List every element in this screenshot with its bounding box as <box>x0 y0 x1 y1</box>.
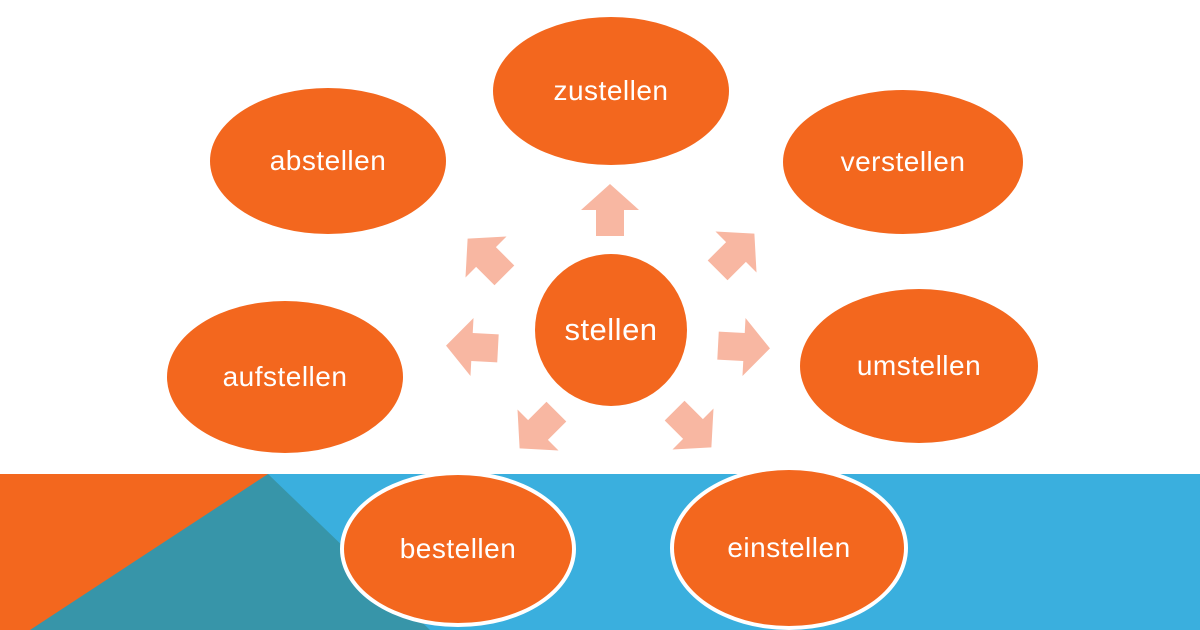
node-verstellen-label: verstellen <box>840 146 966 177</box>
arrow-right-icon <box>716 315 771 380</box>
node-stellen-label: stellen <box>564 312 658 347</box>
node-abstellen: abstellen <box>210 88 446 234</box>
footer-orange-triangle <box>0 474 268 630</box>
footer-teal-triangle <box>0 474 430 630</box>
node-zustellen: zustellen <box>493 17 729 165</box>
node-bestellen-label: bestellen <box>399 533 517 564</box>
node-verstellen: verstellen <box>783 90 1023 234</box>
arrow-down-right-icon <box>653 389 734 470</box>
node-einstellen-label: einstellen <box>727 532 851 563</box>
node-bestellen: bestellen <box>340 471 576 627</box>
node-umstellen-label: umstellen <box>856 350 982 381</box>
node-einstellen: einstellen <box>670 466 908 630</box>
node-umstellen: umstellen <box>800 289 1038 443</box>
node-zustellen-label: zustellen <box>553 75 669 106</box>
node-abstellen-label: abstellen <box>269 145 387 176</box>
node-aufstellen: aufstellen <box>167 301 403 453</box>
node-aufstellen-label: aufstellen <box>222 361 348 392</box>
arrow-up-right-icon <box>696 212 777 293</box>
arrow-up-left-icon <box>446 217 527 298</box>
arrow-left-icon <box>444 315 499 380</box>
node-stellen: stellen <box>535 254 687 406</box>
arrow-down-left-icon <box>498 390 579 471</box>
arrow-up-icon <box>579 184 641 236</box>
